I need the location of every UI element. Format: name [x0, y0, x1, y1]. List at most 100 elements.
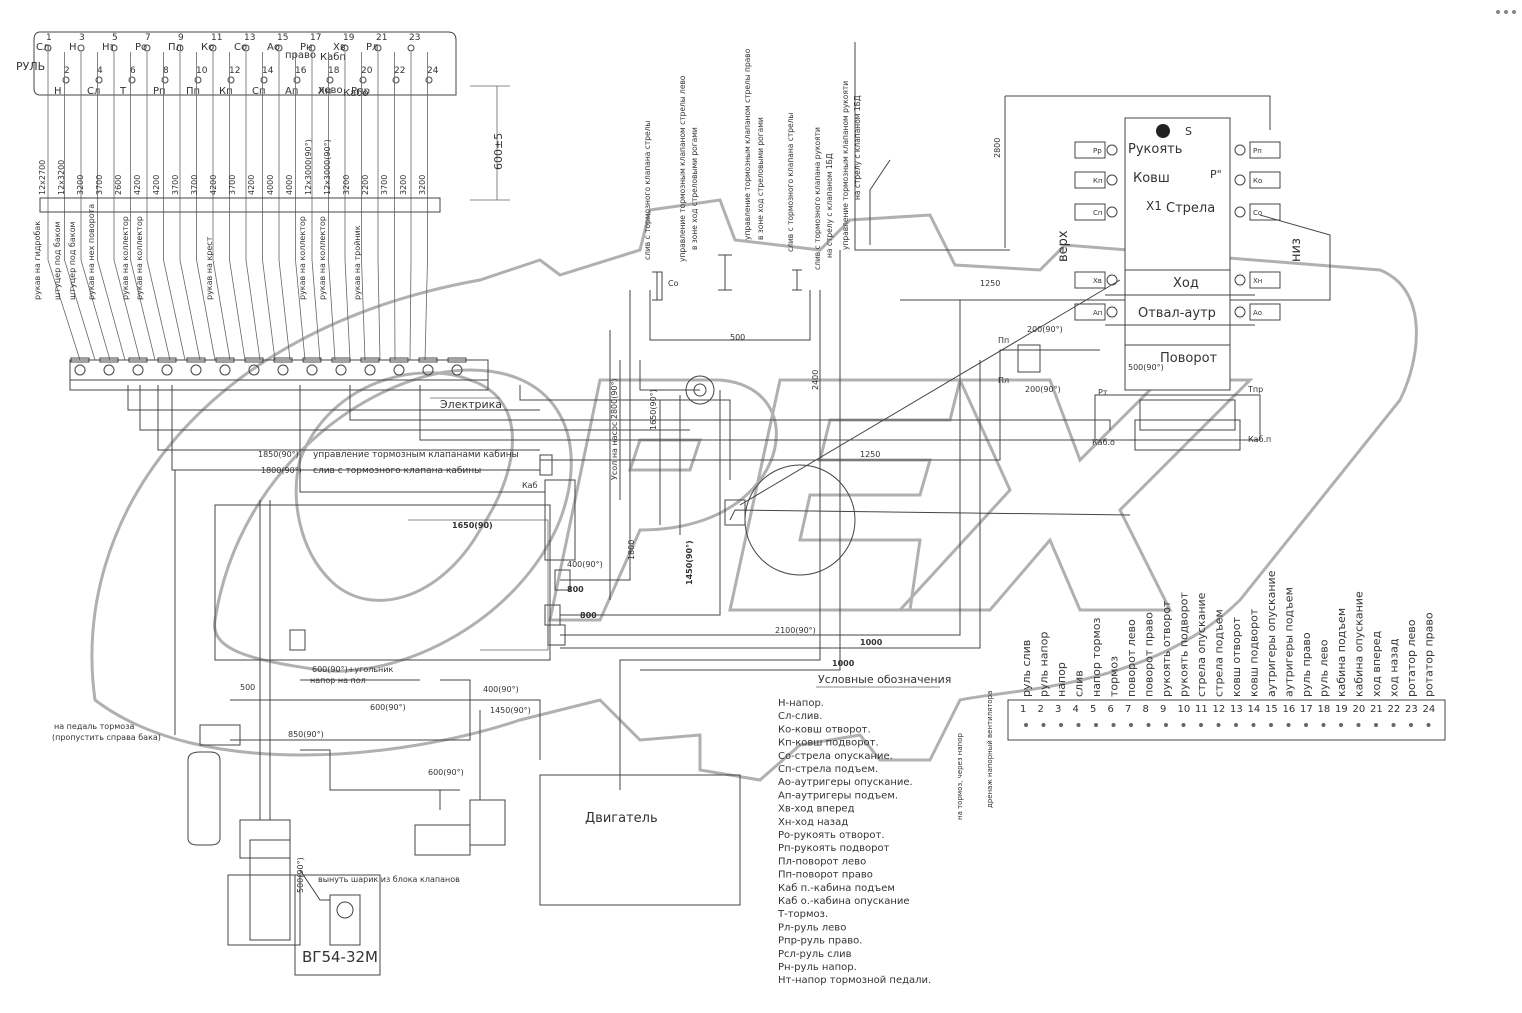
terminal-pin [1041, 723, 1046, 727]
hose-clamp-bar [39, 197, 441, 213]
svg-text:400(90°): 400(90°) [483, 685, 519, 694]
engine: Двигатель [414, 774, 741, 906]
pin-bottom [425, 76, 433, 84]
hose-line [344, 52, 351, 361]
svg-text:1450(90°): 1450(90°) [685, 540, 694, 585]
terminal-label: кабина подъем [1335, 608, 1348, 697]
valve-section-label: Поворот [1160, 351, 1218, 366]
terminal-pin [1059, 723, 1063, 727]
legend-item: Ко-ковш отворот. [778, 724, 871, 735]
manifold-nut [244, 357, 264, 363]
manifold-nut [157, 357, 177, 363]
terminal-number: 2 [1038, 704, 1044, 715]
port-fitting [1106, 306, 1118, 318]
vertical-note: управление тормозным клапаном стрелы лев… [678, 75, 687, 262]
svg-text:Со: Со [668, 279, 679, 288]
header-connector: РУЛЬ Кабп Кабо право лево 1Сл3Н5Нт7Ро9Пл… [16, 31, 457, 99]
electrics-label: Электрика [440, 398, 502, 411]
terminal-pin [1146, 723, 1151, 727]
viewer-controls[interactable] [1496, 10, 1516, 14]
svg-text:600(90°): 600(90°) [370, 703, 406, 712]
svg-text:800: 800 [580, 611, 597, 620]
manifold-fitting [306, 364, 318, 376]
terminal-label: руль слив [1020, 640, 1033, 697]
terminal-number: 17 [1300, 704, 1313, 715]
manifold-fitting [74, 364, 86, 376]
pin-number: 4 [97, 66, 103, 76]
terminal-pin [1199, 723, 1203, 727]
svg-text:1800(90°): 1800(90°) [261, 466, 302, 475]
terminal-pin [1391, 723, 1396, 727]
hose-line [80, 52, 111, 361]
hose-length: 4200 [133, 175, 142, 195]
valve-port-right [1249, 271, 1281, 289]
hose-length: 3700 [171, 175, 180, 195]
terminal-pin [1426, 723, 1431, 727]
hose-length: 3700 [190, 175, 199, 195]
pin-letter: Хн [318, 86, 331, 97]
pin-number: 3 [79, 33, 85, 43]
legend-item: Ап-аутригеры подъем. [778, 790, 898, 801]
pin-number: 20 [361, 66, 373, 76]
svg-text:на педаль тормоза: на педаль тормоза [54, 722, 134, 731]
niz-label: низ [1289, 238, 1304, 262]
hose-length: 4200 [247, 175, 256, 195]
svg-text:2100(90°): 2100(90°) [775, 626, 816, 635]
valve-port-left [1074, 171, 1106, 189]
hose-label: штуцер под баком [68, 222, 77, 301]
hose-line [229, 52, 246, 361]
pin-number: 1 [46, 33, 52, 43]
pin-top [77, 44, 85, 52]
terminal-number: 8 [1143, 704, 1149, 715]
terminal-label: рукоять отворот [1160, 600, 1173, 697]
legend-item: Со-стрела опускание. [778, 751, 893, 762]
vertical-note: в зоне ход стреловыми рогами [756, 117, 765, 240]
pin-top [209, 44, 217, 52]
legend-item: Ао-аутригеры опускание. [778, 777, 913, 788]
svg-text:2400: 2400 [811, 370, 820, 390]
pump-assembly: ВГ54-32М [187, 724, 381, 976]
legend-item: Хв-ход вперед [778, 804, 855, 815]
svg-text:850(90°): 850(90°) [288, 730, 324, 739]
terminal-pin [1181, 723, 1186, 727]
manifold-nut [389, 357, 409, 363]
manifold-nut [215, 357, 235, 363]
pin-letter: Рпр [351, 86, 370, 97]
terminal-number: 5 [1090, 704, 1096, 715]
port-label: Рр [1093, 147, 1102, 155]
pin-top [407, 44, 415, 52]
svg-text:1800: 1800 [627, 540, 636, 560]
levo-label: лево [318, 85, 343, 96]
pin-letter: Рн [300, 42, 313, 53]
port-label: Кп [1093, 177, 1103, 185]
hose-length: 12х3000(90°) [304, 139, 313, 195]
pin-letter: Пп [186, 86, 200, 97]
svg-text:400(90°): 400(90°) [567, 560, 603, 569]
legend-item: Сп-стрела подъем. [778, 764, 878, 775]
terminal-pin [1304, 723, 1308, 727]
hose-label: рукав на крест [205, 236, 214, 300]
port-label: Ко [1253, 177, 1262, 185]
pin-letter: Сл [87, 86, 100, 97]
tee-fittings [289, 254, 802, 651]
svg-text:напор на пол: напор на пол [310, 676, 366, 685]
vertical-note: управление тормозным клапаном стрелы пра… [743, 48, 752, 240]
hose-label: рукав на коллектор [135, 216, 144, 300]
legend-item: Н-напор. [778, 698, 824, 709]
pin-letter: Рп [153, 86, 166, 97]
manifold-nut [302, 357, 322, 363]
svg-text:слив с тормозного клапана каби: слив с тормозного клапана кабины [313, 466, 481, 476]
port-fitting [1234, 174, 1246, 186]
terminal-label: стрела опускание [1195, 592, 1208, 697]
pipe-annotations: управление тормозным клапанами кабины сл… [52, 279, 994, 893]
valve-port-left [1074, 271, 1106, 289]
terminal-pin [1076, 723, 1081, 727]
hose-line [212, 52, 231, 361]
manifold-fitting [451, 364, 463, 376]
svg-text:Пп: Пп [998, 336, 1009, 345]
terminal-number: 16 [1283, 704, 1296, 715]
vertical-note: в зоне ход стреловыми рогами [690, 127, 699, 250]
pin-letter: Н [69, 42, 77, 53]
pin-number: 15 [277, 33, 288, 43]
port-fitting [1234, 206, 1246, 218]
